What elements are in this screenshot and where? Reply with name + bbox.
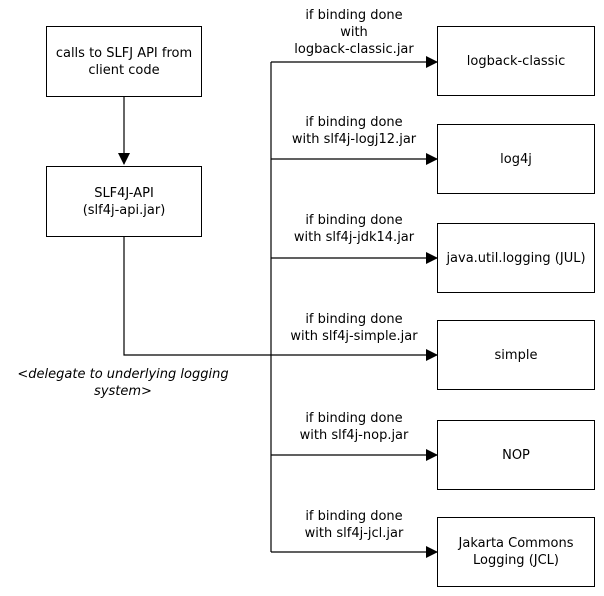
target-label-log4j: log4j: [500, 151, 532, 167]
target-label-logback-classic: logback-classic: [466, 53, 566, 69]
delegate-note: <delegate to underlying logging system>: [17, 367, 229, 399]
target-box-logback-classic: logback-classic: [437, 26, 595, 96]
target-label-simple: simple: [494, 347, 538, 363]
api-to-trunk-connector: [123, 237, 271, 356]
target-box-log4j: log4j: [437, 124, 595, 194]
binding-condition-jcl: if binding done with slf4j-jcl.jar: [304, 509, 404, 541]
target-box-simple: simple: [437, 320, 595, 390]
binding-condition-nop: if binding done with slf4j-nop.jar: [299, 411, 409, 443]
target-box-nop: NOP: [437, 420, 595, 490]
binding-condition-log4j: if binding done with slf4j-logj12.jar: [291, 115, 417, 147]
target-box-jcl: Jakarta Commons Logging (JCL): [437, 517, 595, 587]
binding-condition-simple: if binding done with slf4j-simple.jar: [290, 312, 418, 344]
client-code-label: calls to SLFJ API from client code: [55, 45, 193, 78]
client-code-box: calls to SLFJ API from client code: [46, 26, 202, 97]
slf4j-api-label: SLF4J-API (slf4j-api.jar): [82, 185, 166, 218]
binding-condition-logback: if binding done with logback-classic.jar: [294, 8, 414, 57]
target-label-jul: java.util.logging (JUL): [446, 250, 586, 266]
target-label-jcl: Jakarta Commons Logging (JCL): [458, 536, 574, 568]
binding-condition-jul: if binding done with slf4j-jdk14.jar: [293, 213, 415, 245]
target-box-jul: java.util.logging (JUL): [437, 223, 595, 293]
slf4j-api-box: SLF4J-API (slf4j-api.jar): [46, 166, 202, 237]
target-label-nop: NOP: [502, 447, 530, 463]
